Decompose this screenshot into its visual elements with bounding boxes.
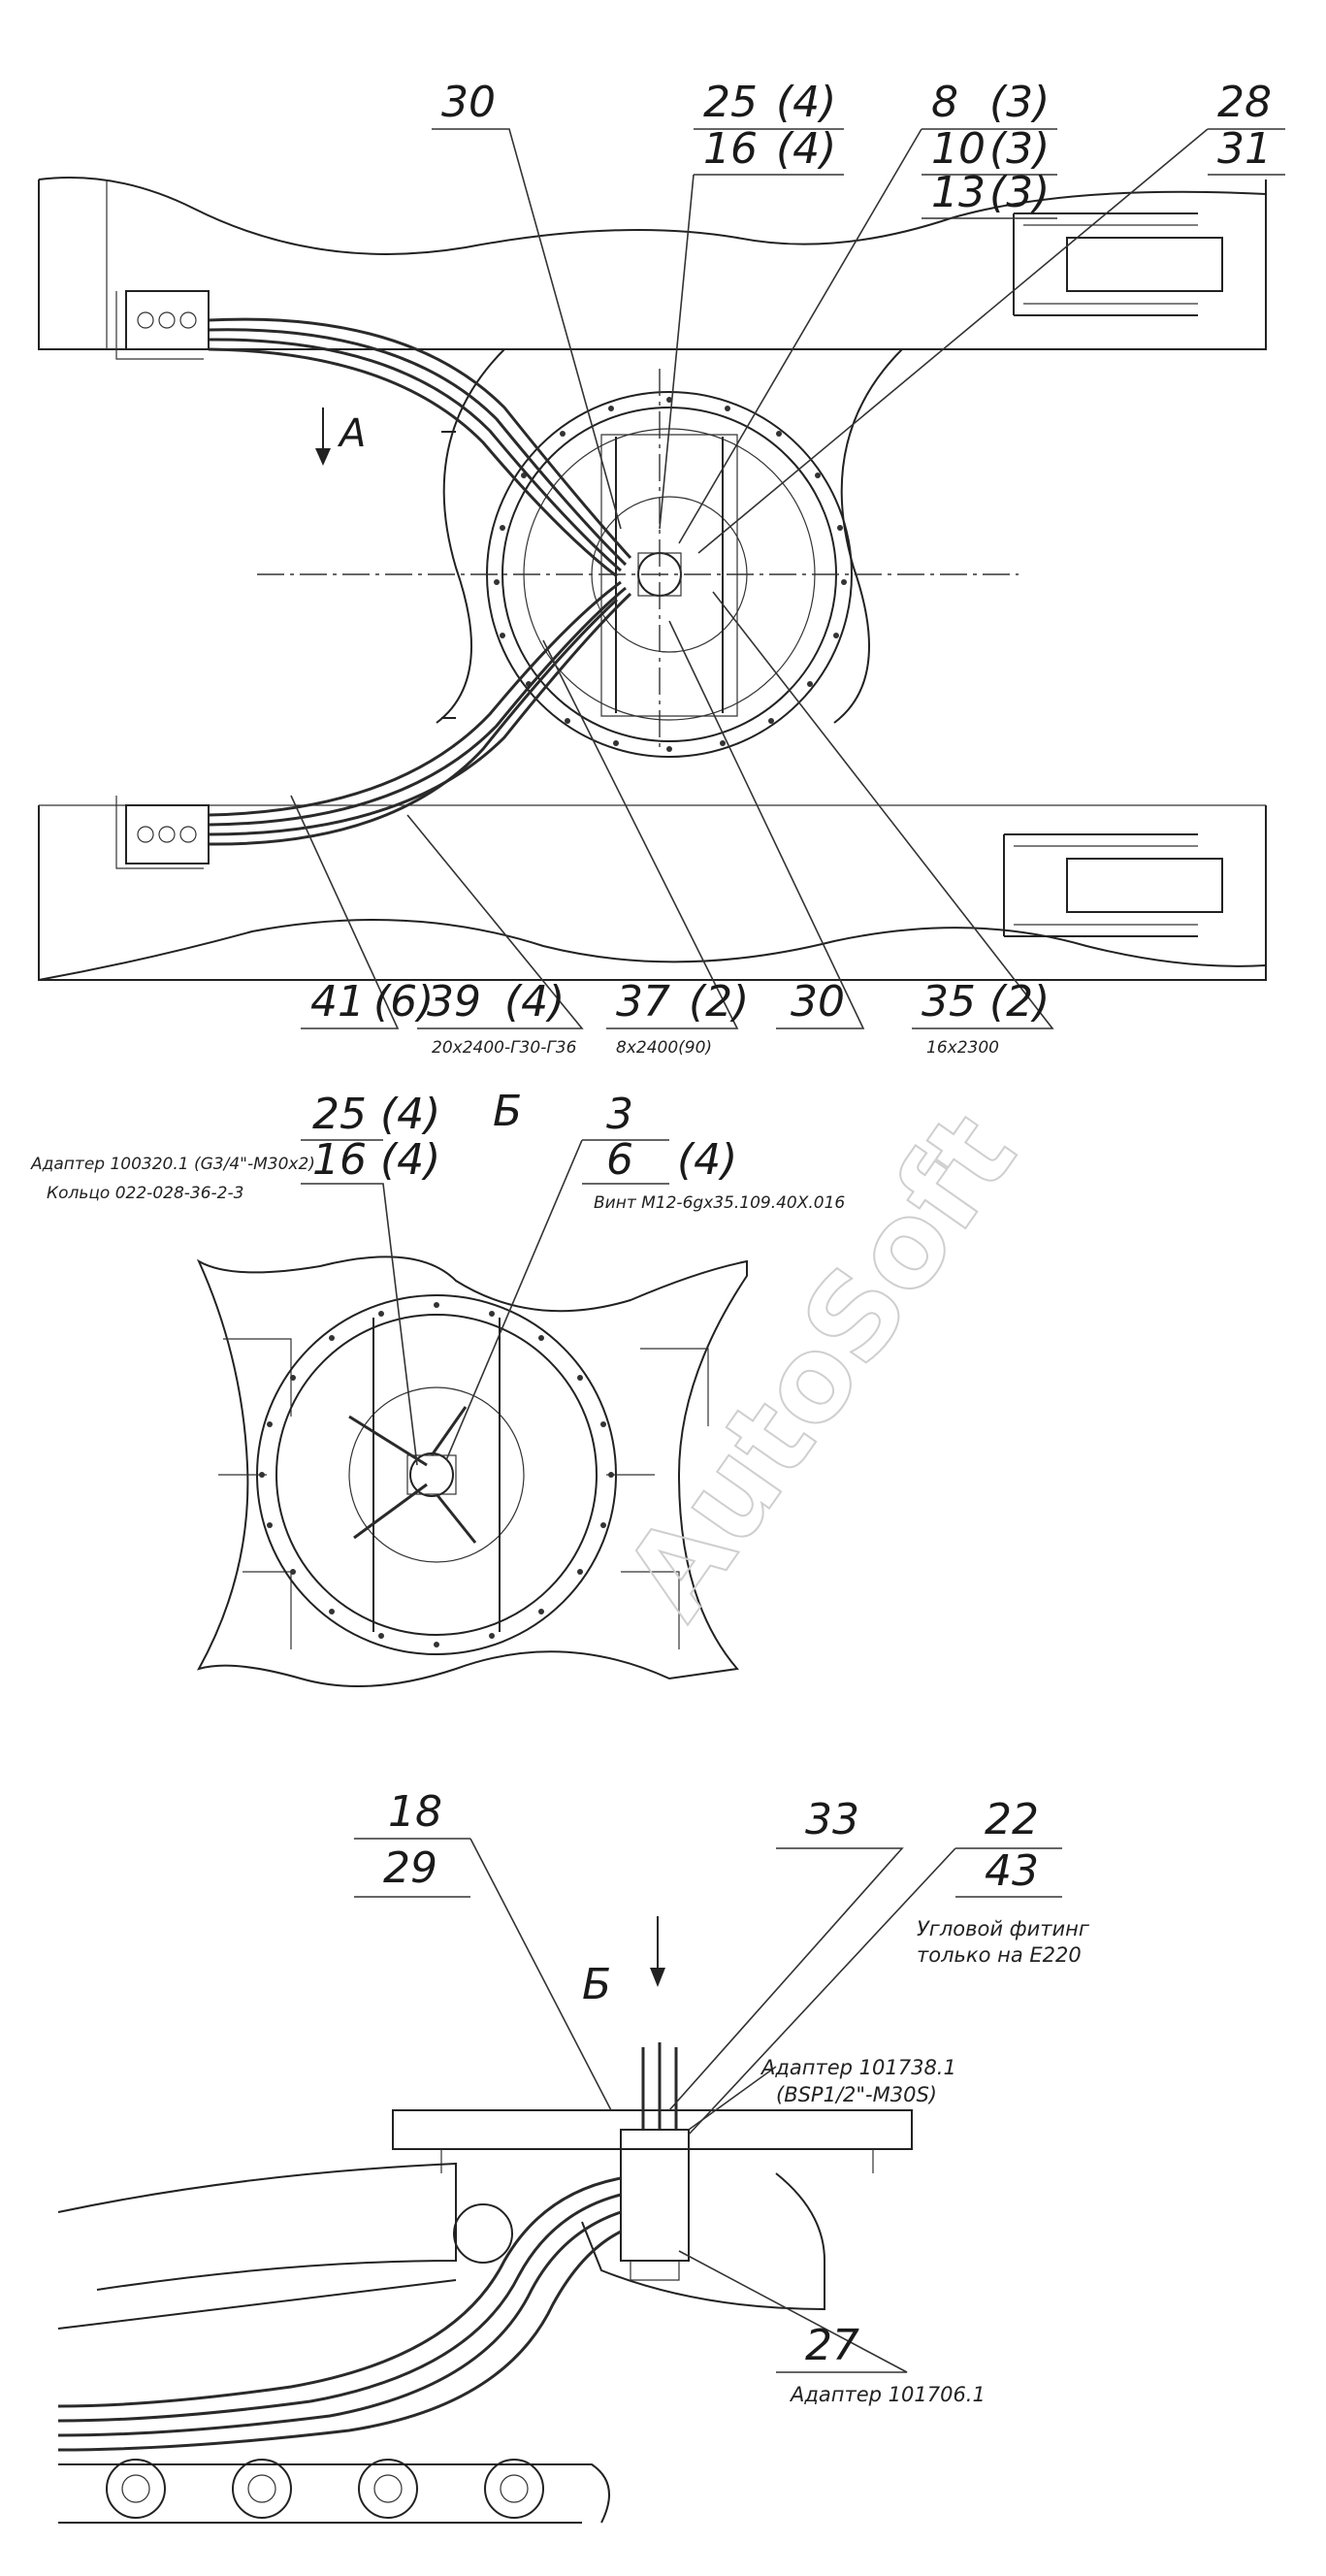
callout-39: 39 — [427, 977, 481, 1027]
callout-8: 8 — [931, 78, 958, 127]
side-arrow-label-b: Б — [582, 1960, 611, 2009]
view-b-callout-16: 16 — [312, 1135, 367, 1185]
view-label-a: A — [337, 411, 366, 456]
callout-28: 28 — [1217, 78, 1272, 127]
side-note-fitting-2: только на Е220 — [917, 1943, 1082, 1967]
valve-block-upper — [115, 290, 210, 360]
callout-41: 41 — [310, 977, 365, 1027]
watermark-logo: AutoSoft — [600, 1090, 1043, 1641]
callout-13-qty: (3) — [989, 168, 1050, 217]
note-hose-37: 8x2400(90) — [616, 1038, 712, 1058]
callout-41-qty: (6) — [373, 977, 434, 1027]
note-hose-39: 20x2400-Г30-Г36 — [432, 1038, 577, 1058]
view-b-bolt-holes — [259, 1302, 614, 1647]
rollers — [106, 2459, 544, 2519]
callout-37-qty: (2) — [689, 977, 749, 1027]
side-note-adapter-2: Адаптер 101706.1 — [789, 2383, 986, 2406]
view-b: Б 25 (4) 16 (4) 3 6 (4) Адапт — [30, 1087, 845, 1687]
view-b-title: Б — [493, 1087, 522, 1136]
side-callout-43: 43 — [985, 1846, 1039, 1896]
view-b-callout-6: 6 — [606, 1135, 633, 1185]
callout-16-qty: (4) — [776, 124, 836, 174]
side-callout-22: 22 — [985, 1795, 1039, 1844]
side-callout-18: 18 — [388, 1787, 442, 1837]
callout-10: 10 — [931, 124, 986, 174]
view-b-note-ring: Кольцо 022-028-36-2-3 — [47, 1184, 243, 1203]
bolt-holes — [494, 397, 847, 752]
view-b-note-adapter: Адаптер 100320.1 (G3/4"-M30x2) — [30, 1155, 315, 1174]
side-callout-27: 27 — [805, 2321, 859, 2370]
side-note-adapter-1: Адаптер 101738.1 — [760, 2056, 956, 2079]
view-b-callout-25: 25 — [312, 1090, 367, 1139]
callout-35: 35 — [922, 977, 976, 1027]
callout-8-qty: (3) — [989, 78, 1050, 127]
view-b-note-screw: Винт M12-6gx35.109.40X.016 — [594, 1193, 845, 1213]
view-b-callout-3: 3 — [606, 1090, 633, 1139]
callout-25: 25 — [703, 78, 758, 127]
callout-30-bottom: 30 — [791, 977, 845, 1027]
side-note-adapter-1b: (BSP1/2"-M30S) — [776, 2083, 937, 2106]
view-b-callout-25-qty: (4) — [380, 1090, 440, 1139]
side-callout-33: 33 — [805, 1795, 859, 1844]
top-plan-view: A 30 25 (4) 16 (4) 8 (3) 10 (3) 13 (3) 2… — [38, 78, 1285, 1058]
callout-13: 13 — [931, 168, 986, 217]
callout-10-qty: (3) — [989, 124, 1050, 174]
side-section-view: Б 18 29 33 22 43 27 Угловой фитинг тольк… — [57, 1787, 1090, 2524]
callout-31: 31 — [1217, 124, 1272, 174]
callout-30-top: 30 — [441, 78, 496, 127]
valve-block-lower — [115, 796, 210, 869]
cylinder-lower — [1003, 833, 1223, 937]
cylinder-upper — [1013, 212, 1223, 316]
view-b-callout-6-qty: (4) — [677, 1135, 737, 1185]
side-note-fitting-1: Угловой фитинг — [917, 1917, 1090, 1940]
callout-39-qty: (4) — [504, 977, 565, 1027]
callout-37: 37 — [616, 977, 670, 1027]
note-hose-35: 16x2300 — [926, 1038, 999, 1058]
callout-25-qty: (4) — [776, 78, 836, 127]
view-b-callout-16-qty: (4) — [380, 1135, 440, 1185]
callout-16: 16 — [703, 124, 758, 174]
side-callout-29: 29 — [383, 1843, 437, 1893]
callout-35-qty: (2) — [989, 977, 1050, 1027]
